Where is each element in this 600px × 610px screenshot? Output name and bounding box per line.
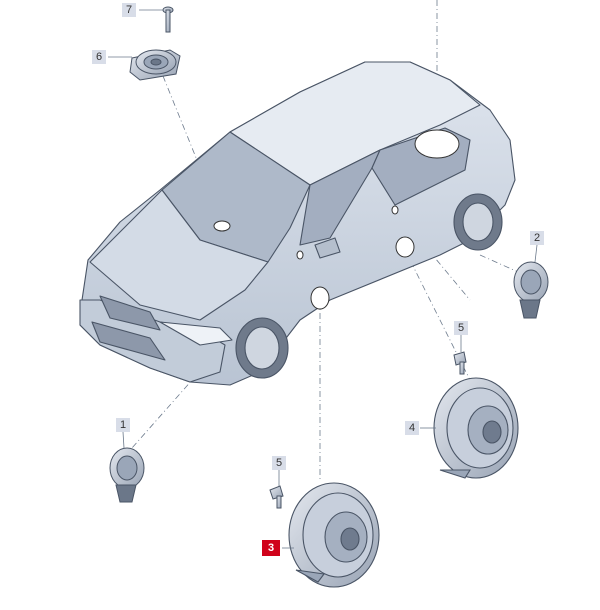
callout-3-selected[interactable]: 3 [262, 540, 280, 556]
marker-rear-door-woofer [395, 236, 415, 258]
marker-rear-tweeter [391, 205, 399, 215]
callout-stubs [108, 9, 538, 549]
callout-6[interactable]: 6 [92, 50, 106, 64]
car-body [79, 61, 516, 386]
callout-4[interactable]: 4 [405, 421, 419, 435]
marker-front-tweeter [296, 250, 304, 260]
screw-icon [269, 485, 284, 509]
tweeter-speaker-icon [513, 261, 549, 319]
screw-icon [162, 6, 174, 33]
marker-front-door-woofer [310, 286, 330, 310]
marker-dash-speaker [213, 220, 231, 232]
woofer-speaker-icon [433, 377, 519, 479]
callout-1[interactable]: 1 [116, 418, 130, 432]
tweeter-speaker-icon [109, 447, 145, 503]
rear-speaker-icon [129, 49, 181, 81]
woofer-speaker-icon [288, 482, 380, 588]
screw-icon [453, 351, 467, 375]
callout-5-rear[interactable]: 5 [454, 321, 468, 335]
speaker-location-markers [213, 129, 460, 310]
callout-2[interactable]: 2 [530, 231, 544, 245]
marker-rear-speaker [414, 129, 460, 159]
callout-7[interactable]: 7 [122, 3, 136, 17]
callout-5-front[interactable]: 5 [272, 456, 286, 470]
